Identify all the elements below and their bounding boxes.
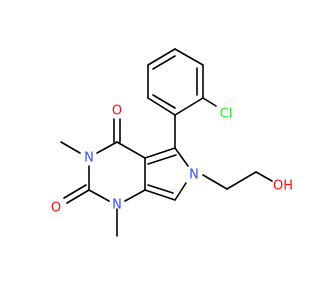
bond-n1-c2	[88, 189, 110, 202]
bond-ch2-oh	[255, 171, 273, 182]
chemical-structure-diagram: O O N N N Cl OH	[51, 48, 293, 237]
bond-aryl-3-4	[174, 48, 204, 66]
bond-n6-ch2	[202, 174, 228, 190]
bond-ch2-ch2	[226, 171, 257, 190]
nitrogen-1-label: N	[112, 198, 122, 213]
bond-c4a-c5-b	[147, 154, 177, 165]
bond-c2-o-b	[63, 184, 87, 199]
bond-n6-c7	[174, 182, 187, 201]
bond-aryl-6-1-inner	[152, 94, 176, 109]
nitrogen-6-label: N	[189, 168, 199, 183]
bond-aryl-cl	[202, 97, 217, 107]
bond-c4a-c5-a	[144, 147, 176, 159]
bond-c7-c7a-b	[147, 184, 174, 194]
bond-aryl-4-5-inner	[152, 55, 176, 70]
bond-c2-o-a	[66, 189, 90, 204]
oxygen-left-label: O	[51, 201, 61, 216]
hydroxyl-label: OH	[273, 179, 293, 194]
chlorine-label: Cl	[220, 107, 233, 122]
bond-c7-c7a-a	[144, 189, 176, 201]
bond-aryl-4-5	[147, 48, 176, 66]
bond-aryl-1-2	[174, 97, 204, 116]
bond-c5-n6	[174, 147, 189, 167]
bond-n3-c4	[96, 141, 118, 154]
bond-n3-methyl	[60, 141, 81, 154]
bond-c7a-n1	[124, 189, 146, 202]
bond-c4-c4a	[116, 141, 146, 159]
bond-aryl-6-1	[147, 97, 176, 116]
oxygen-top-label: O	[112, 104, 122, 119]
nitrogen-3-label: N	[84, 151, 94, 166]
